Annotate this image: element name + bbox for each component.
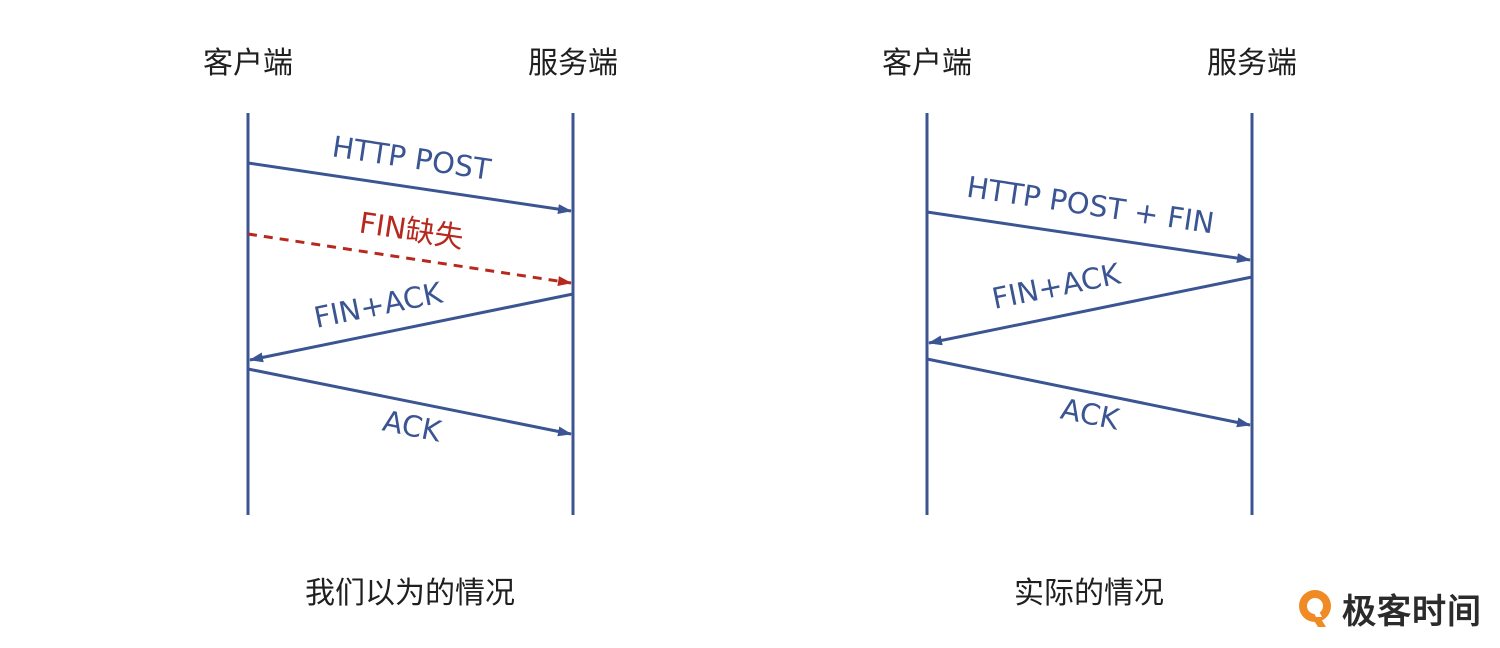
left-server-label: 服务端 bbox=[528, 46, 618, 81]
left-fin-lost-label: FIN缺失 bbox=[357, 206, 466, 255]
geektime-logo-icon bbox=[1299, 589, 1331, 627]
right-ack-arrow bbox=[926, 357, 1251, 428]
geektime-logo: 极客时间 bbox=[1296, 584, 1482, 633]
left-http-post-arrow bbox=[247, 161, 572, 215]
left-fin-ack-arrow bbox=[249, 292, 574, 363]
left-ack-label: ACK bbox=[380, 404, 445, 449]
left-fin-lost-arrow bbox=[247, 232, 572, 286]
right-caption: 实际的情况 bbox=[1014, 576, 1164, 611]
right-http-post-fin-arrow bbox=[926, 210, 1251, 264]
right-client-label: 客户端 bbox=[882, 46, 972, 81]
geektime-logo-text: 极客时间 bbox=[1342, 592, 1482, 632]
left-ack-arrow bbox=[247, 367, 572, 437]
left-caption: 我们以为的情况 bbox=[305, 576, 515, 611]
left-fin-ack-label: FIN+ACK bbox=[311, 275, 446, 334]
right-fin-ack-arrow bbox=[928, 275, 1253, 346]
right-server-label: 服务端 bbox=[1207, 46, 1297, 81]
right-http-post-fin-label: HTTP POST + FIN bbox=[965, 170, 1217, 241]
left-client-label: 客户端 bbox=[203, 46, 293, 81]
